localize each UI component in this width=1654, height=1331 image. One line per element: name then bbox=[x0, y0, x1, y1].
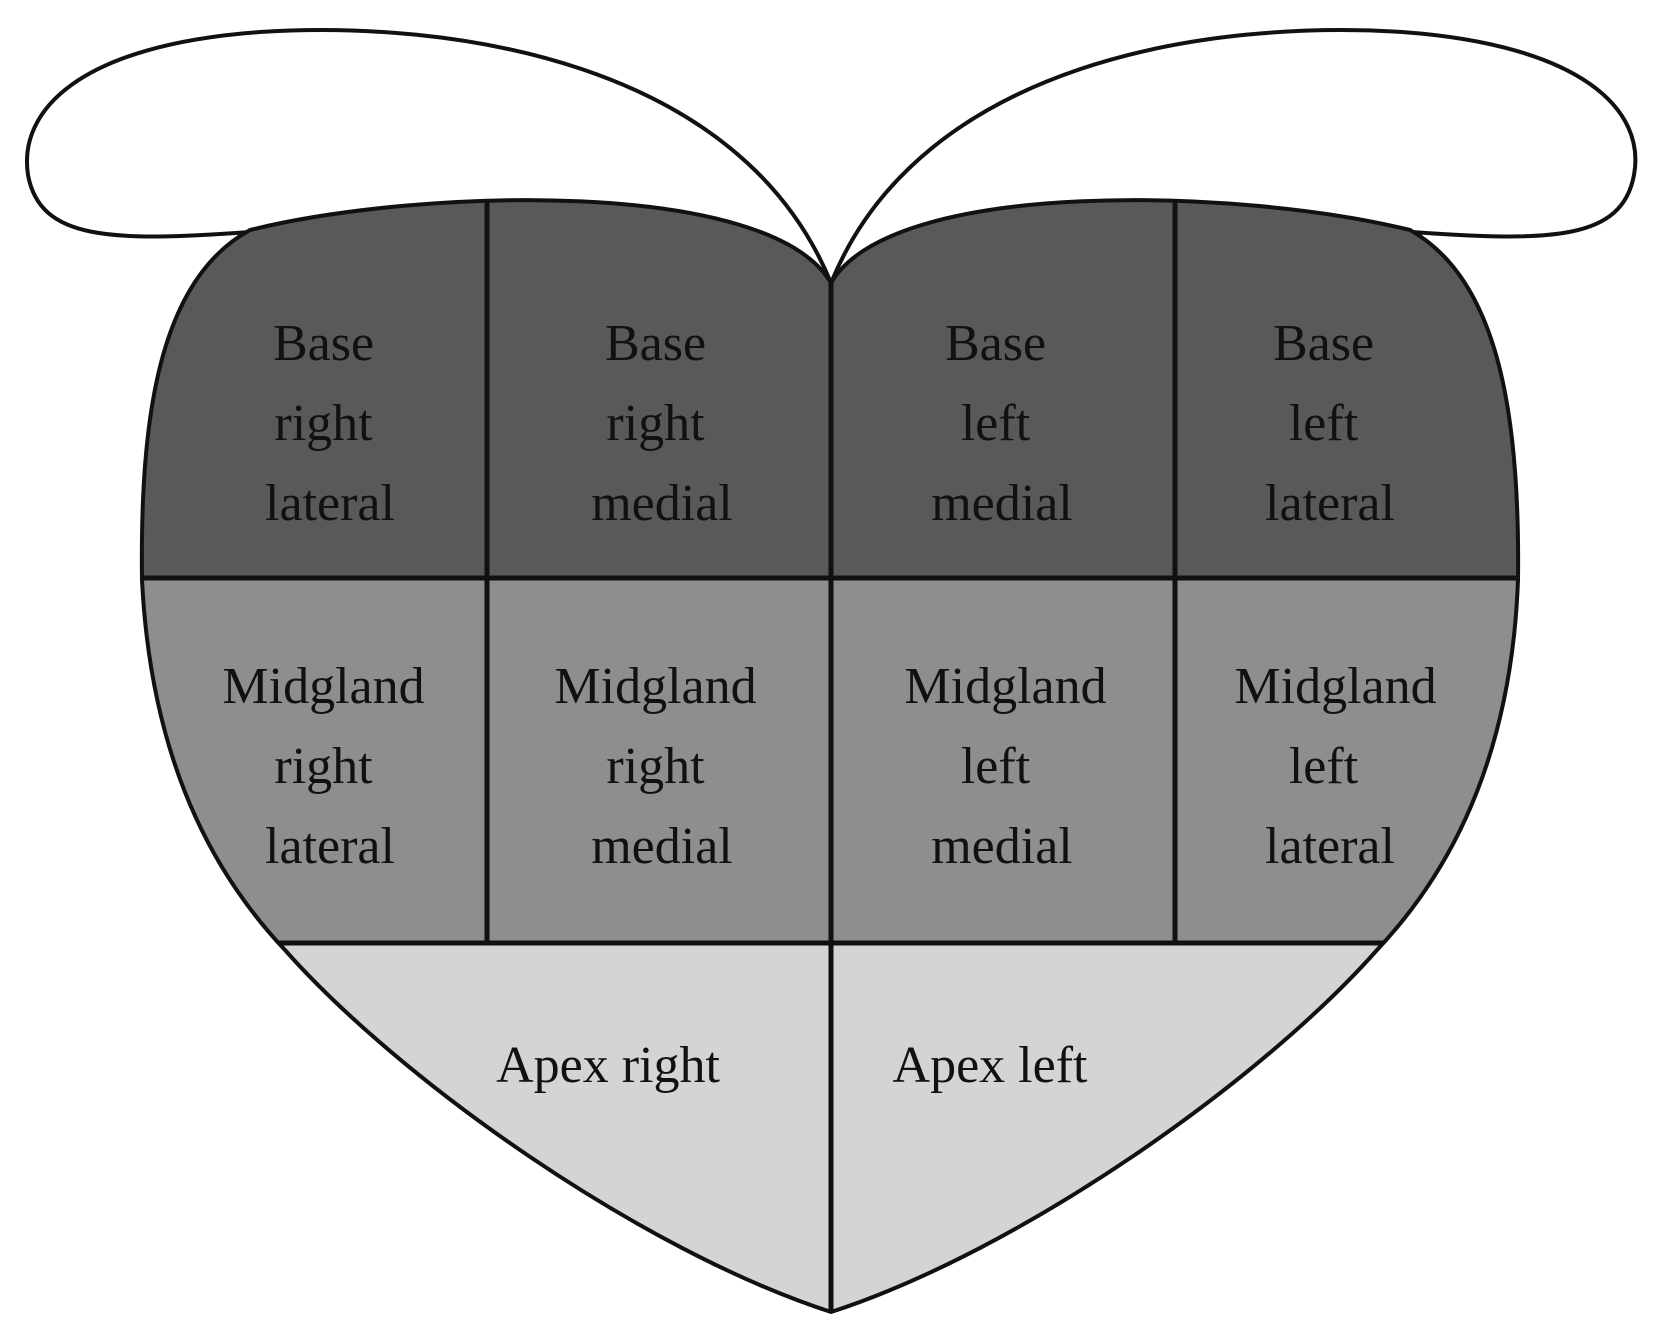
base-band bbox=[141, 200, 1519, 578]
label-midgland-right-medial: Midgland right medial bbox=[554, 658, 769, 875]
label-apex-right: Apex right bbox=[496, 1037, 720, 1094]
label-midgland-left-lateral: Midgland left lateral bbox=[1234, 658, 1449, 875]
midgland-band bbox=[141, 578, 1519, 943]
apex-band bbox=[141, 943, 1519, 1312]
label-base-left-lateral: Base left lateral bbox=[1265, 315, 1395, 532]
label-midgland-left-medial: Midgland left medial bbox=[904, 658, 1119, 875]
label-base-right-lateral: Base right lateral bbox=[265, 315, 395, 532]
label-midgland-right-lateral: Midgland right lateral bbox=[222, 658, 437, 875]
label-apex-left: Apex left bbox=[893, 1037, 1088, 1094]
label-base-left-medial: Base left medial bbox=[931, 315, 1073, 532]
prostate-outline bbox=[139, 198, 1521, 1314]
label-base-right-medial: Base right medial bbox=[591, 315, 733, 532]
prostate-zones bbox=[141, 200, 1519, 1312]
